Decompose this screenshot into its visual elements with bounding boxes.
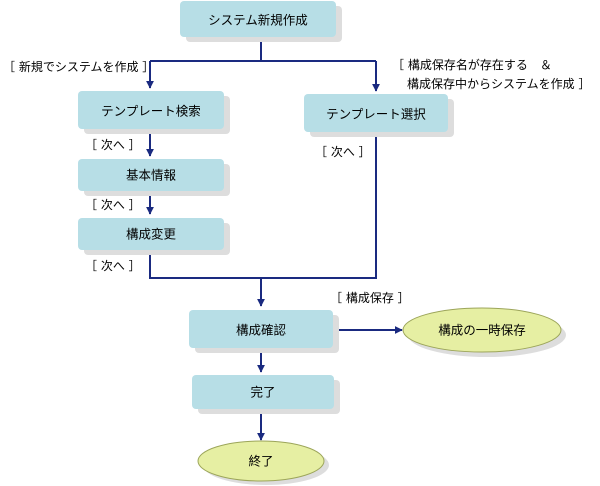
node-config-change: 構成変更 [78,218,230,255]
node-basic-info-label: 基本情報 [126,168,177,183]
node-config-confirm-label: 構成確認 [236,323,287,338]
label-save: ［ 構成保存 ］ [330,291,410,305]
node-temp-save-label: 構成の一時保存 [438,323,526,338]
label-existing-line1: ［ 構成保存名が存在する ＆ [392,57,552,72]
label-new-system: ［ 新規でシステムを作成 ］ [3,59,154,74]
node-template-select-label: テンプレート選択 [326,107,426,122]
label-next-2: ［ 次へ ］ [315,145,371,159]
label-next-4: ［ 次へ ］ [85,259,141,273]
node-config-confirm: 構成確認 [189,310,339,353]
node-complete-label: 完了 [250,385,275,400]
label-existing-line2: 構成保存中からシステムを作成 ］ [407,76,590,91]
node-start: システム新規作成 [180,1,342,42]
connector-config-change-merge [149,250,261,279]
label-next-1: ［ 次へ ］ [85,138,141,152]
node-template-search: テンプレート検索 [78,91,230,134]
node-basic-info: 基本情報 [78,159,230,196]
node-config-change-label: 構成変更 [126,227,177,242]
node-template-select: テンプレート選択 [304,94,454,137]
node-end: 終了 [197,440,329,485]
node-template-search-label: テンプレート検索 [101,104,201,119]
node-temp-save: 構成の一時保存 [402,307,566,357]
label-next-3: ［ 次へ ］ [85,198,141,212]
node-end-label: 終了 [248,454,273,469]
connector-template-select-merge [261,132,377,279]
node-complete: 完了 [192,375,340,414]
node-start-label: システム新規作成 [208,13,308,28]
